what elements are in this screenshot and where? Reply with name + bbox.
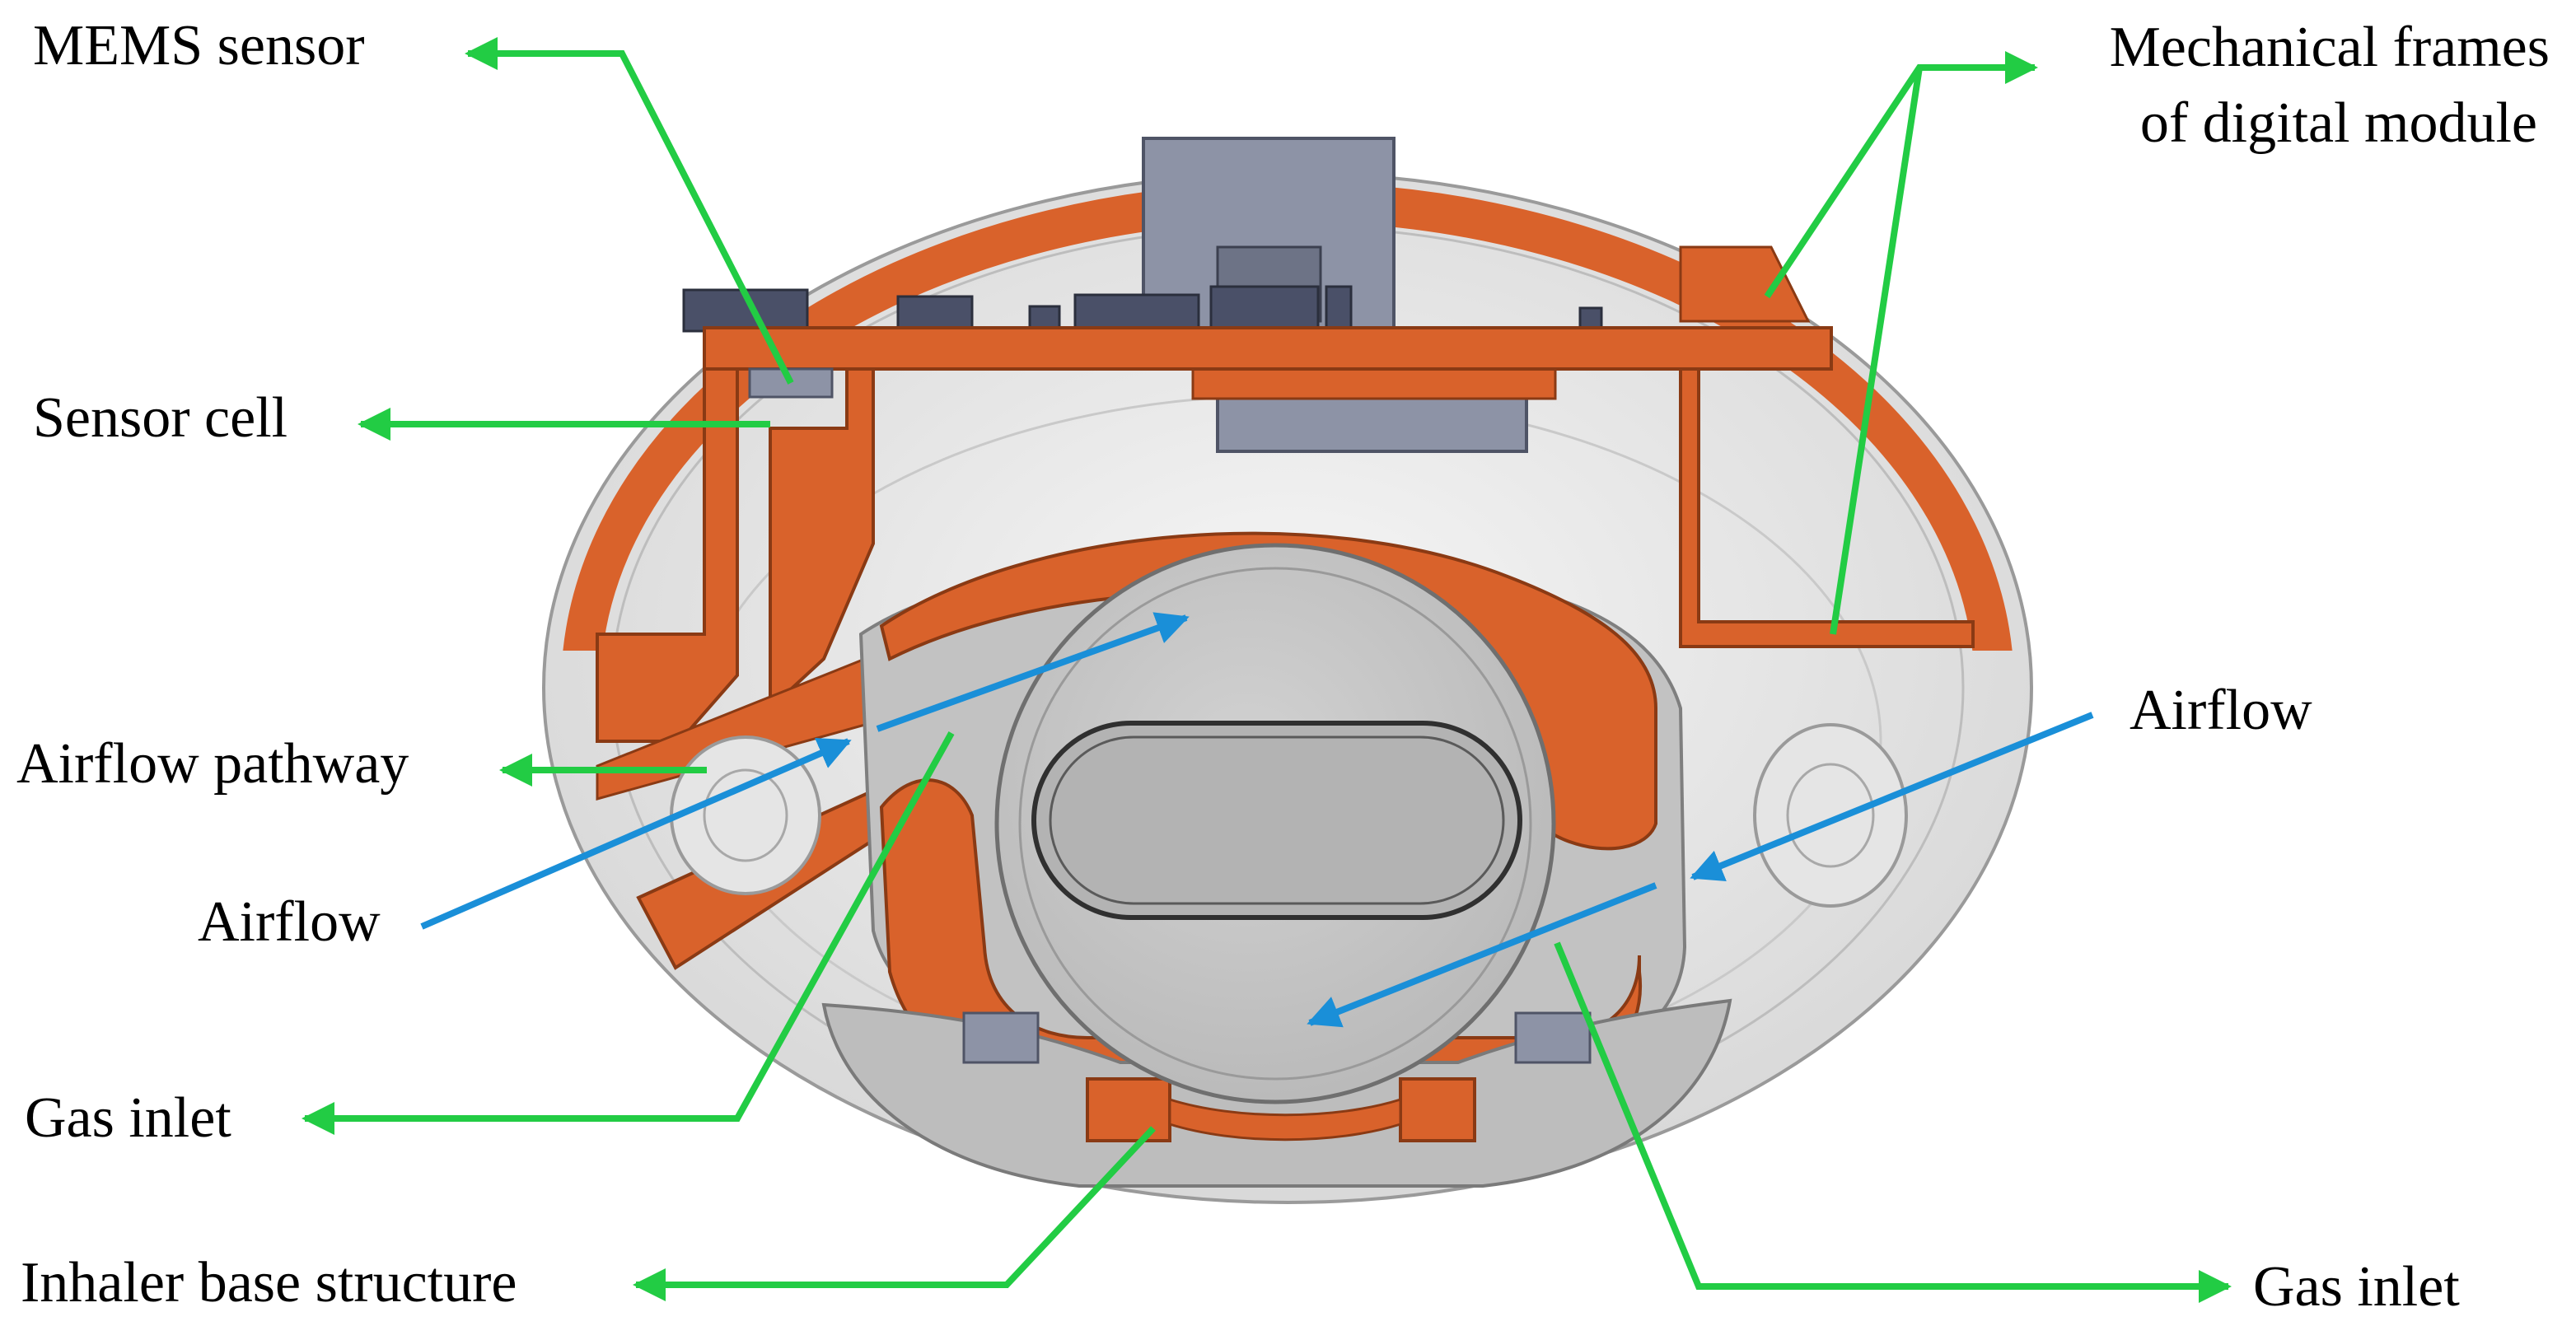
sensor-cell-frame: [596, 367, 739, 743]
arrow-inhaler-base: [633, 1126, 1156, 1301]
arrow-gas-inlet-right: [1554, 941, 2232, 1303]
base-clip-left: [1086, 1077, 1171, 1142]
label-airflow-left: Airflow: [198, 890, 381, 954]
label-sensor-cell: Sensor cell: [33, 386, 288, 450]
label-mechanical-frames-line1: Mechanical frames: [2110, 16, 2550, 79]
side-knob-right: [1753, 723, 1908, 908]
pcb-board: [703, 326, 1833, 371]
label-mechanical-frames-line2: of digital module: [2140, 91, 2537, 155]
spring-left: [962, 1011, 1040, 1064]
airflow-arrow-upper: [876, 612, 1190, 732]
spring-right: [1514, 1011, 1592, 1064]
arrow-mechanical-frames-b: [1830, 67, 1923, 635]
cap-grip-slot: [1031, 721, 1522, 920]
airflow-arrow-lower: [1307, 882, 1657, 1028]
device-illustration: [542, 137, 2033, 1204]
arrow-mems-sensor: [465, 37, 794, 385]
airflow-arrow-left: [420, 737, 852, 930]
label-gas-inlet-left: Gas inlet: [25, 1086, 231, 1150]
base-clip-right: [1399, 1077, 1476, 1142]
mems-sensor-component: [748, 367, 834, 399]
label-airflow-right: Airflow: [2130, 679, 2312, 742]
label-gas-inlet-right: Gas inlet: [2253, 1255, 2460, 1319]
label-mems-sensor: MEMS sensor: [33, 14, 365, 77]
blue-airflow-arrows: [420, 612, 2094, 1028]
label-inhaler-base: Inhaler base structure: [21, 1251, 517, 1314]
labels: MEMS sensor Mechanical frames of digital…: [16, 14, 2550, 1319]
arrow-gas-inlet-left: [302, 731, 955, 1135]
right-frame-step: [1679, 367, 1975, 648]
label-airflow-pathway: Airflow pathway: [16, 732, 409, 796]
green-leader-arrows: [302, 37, 2232, 1303]
airflow-arrow-right: [1690, 712, 2094, 881]
